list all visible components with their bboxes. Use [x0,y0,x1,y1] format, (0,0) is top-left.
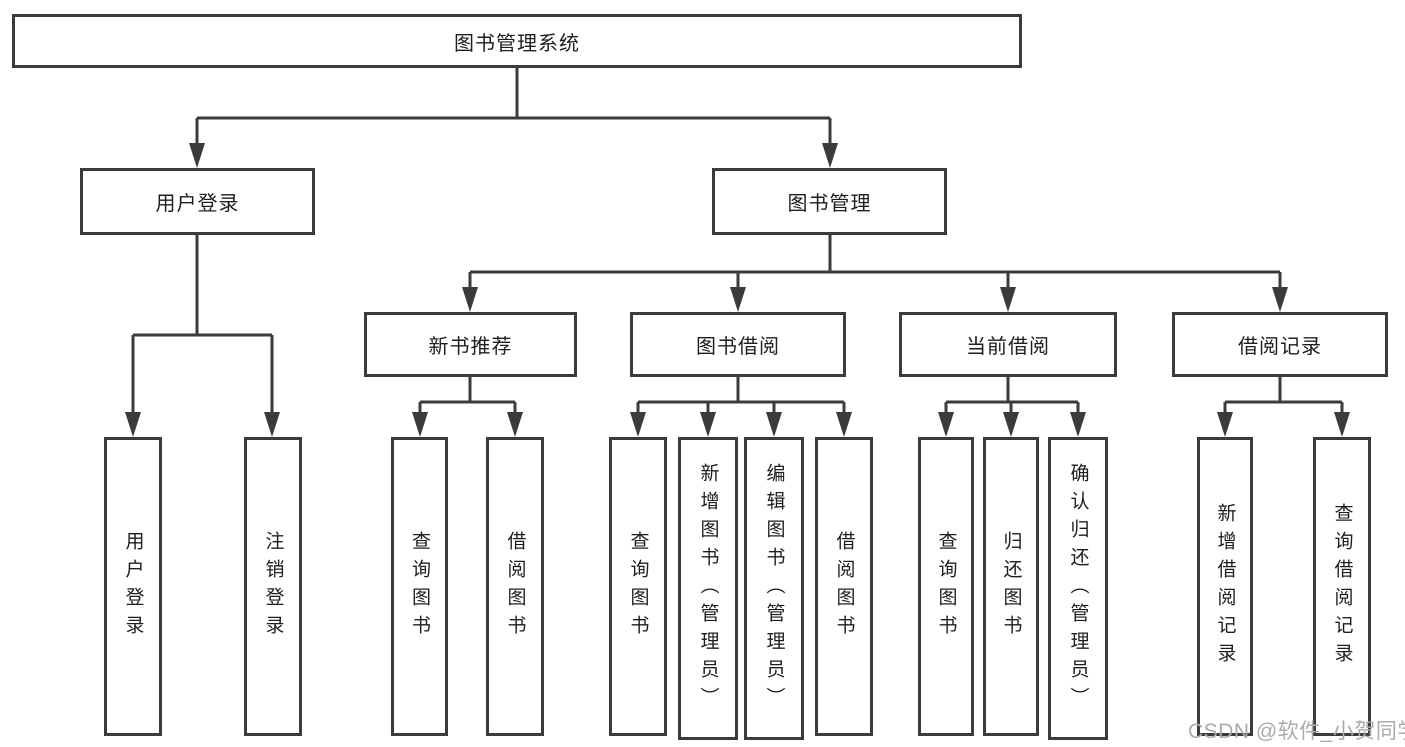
leaf-recommend-query-book-label: 查询图书 [409,530,430,643]
csdn-watermark: CSDN @软件_小贺同学 [1188,720,1405,743]
node-current-borrow-label: 当前借阅 [966,336,1050,358]
leaf-current-query-book-label: 查询图书 [935,530,957,643]
leaf-query-borrow-record-label: 查询借阅记录 [1331,502,1353,671]
leaf-confirm-return-admin-label: 确认归还（管理员） [1067,462,1089,715]
leaf-add-book-admin: 新增图书（管理员） [678,437,738,740]
node-book-management: 图书管理 [712,168,947,235]
leaf-recommend-query-book: 查询图书 [391,437,448,736]
node-user-login-label: 用户登录 [155,193,240,215]
leaf-logout: 注销登录 [244,437,302,736]
leaf-add-borrow-record-label: 新增借阅记录 [1214,502,1236,671]
node-borrow-record: 借阅记录 [1172,312,1388,377]
leaf-user-login: 用户登录 [104,437,162,736]
node-book-management-label: 图书管理 [787,193,872,215]
node-current-borrow: 当前借阅 [899,312,1117,377]
leaf-return-book-label: 归还图书 [1000,530,1022,643]
node-root-label: 图书管理系统 [454,32,580,55]
leaf-recommend-borrow-book-label: 借阅图书 [504,530,526,643]
leaf-logout-label: 注销登录 [262,530,284,643]
leaf-borrow-book-label: 借阅图书 [833,530,855,643]
leaf-user-login-label: 用户登录 [122,530,144,643]
node-root-system: 图书管理系统 [12,14,1022,68]
leaf-recommend-borrow-book: 借阅图书 [486,437,544,736]
node-book-borrow-label: 图书借阅 [696,336,780,358]
leaf-add-borrow-record: 新增借阅记录 [1197,437,1253,736]
node-borrow-record-label: 借阅记录 [1238,336,1322,358]
leaf-query-borrow-record: 查询借阅记录 [1313,437,1371,736]
leaf-confirm-return-admin: 确认归还（管理员） [1048,437,1108,740]
leaf-edit-book-admin: 编辑图书（管理员） [744,437,804,740]
leaf-borrow-query-book: 查询图书 [609,437,667,736]
node-book-borrow: 图书借阅 [630,312,846,377]
leaf-edit-book-admin-label: 编辑图书（管理员） [763,462,785,715]
node-new-book-recommend-label: 新书推荐 [428,336,513,358]
node-user-login: 用户登录 [80,168,315,235]
leaf-add-book-admin-label: 新增图书（管理员） [697,462,719,715]
leaf-current-query-book: 查询图书 [918,437,974,736]
leaf-borrow-query-book-label: 查询图书 [627,530,649,643]
node-new-book-recommend: 新书推荐 [364,312,577,377]
leaf-borrow-book: 借阅图书 [815,437,873,736]
leaf-return-book: 归还图书 [983,437,1039,736]
